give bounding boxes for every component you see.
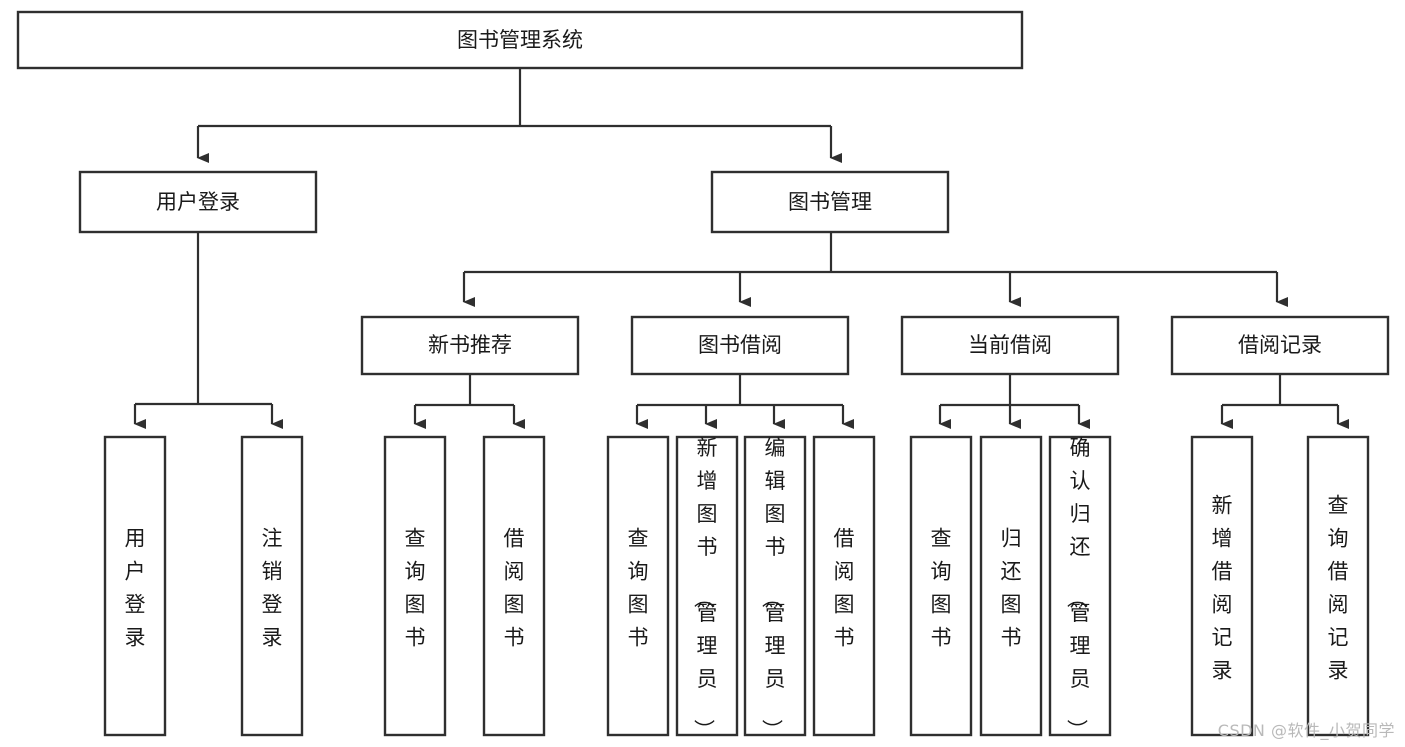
leaf-borrow-book-1-label: 借阅图书 (504, 527, 525, 650)
leaf-node[interactable]: 新增借阅记录 (1190, 435, 1254, 737)
node-borrow-record-label: 借阅记录 (1238, 333, 1322, 357)
node-new-book-recommend[interactable]: 新书推荐 (360, 315, 580, 376)
leaf-borrow-book-1-box[interactable] (482, 435, 546, 737)
leaf-edit-book-admin-label: 编辑图书（管理员） (760, 436, 786, 740)
node-book-management[interactable]: 图书管理 (710, 170, 950, 234)
node-current-borrow[interactable]: 当前借阅 (900, 315, 1120, 376)
node-new-book-recommend-box[interactable] (360, 315, 580, 376)
node-root[interactable]: 图书管理系统 (16, 10, 1024, 70)
leaf-user-login-label: 用户登录 (125, 527, 146, 650)
node-book-borrow-label: 图书借阅 (698, 333, 782, 357)
leaf-query-borrow-record-box[interactable] (1306, 435, 1370, 737)
leaf-node[interactable]: 注销登录 (240, 435, 304, 737)
node-borrow-record-box[interactable] (1170, 315, 1390, 376)
node-new-book-recommend-label: 新书推荐 (428, 333, 512, 357)
leaf-node[interactable]: 查询图书 (909, 435, 973, 737)
connector-group-new-book-recommend (413, 374, 525, 429)
node-book-borrow[interactable]: 图书借阅 (630, 315, 850, 376)
leaf-node[interactable]: 新增图书（管理员） (675, 435, 739, 740)
leaf-return-book-label: 归还图书 (1001, 527, 1022, 650)
leaf-confirm-return-admin-box[interactable] (1048, 435, 1112, 737)
leaf-node[interactable]: 查询借阅记录 (1306, 435, 1370, 737)
leaf-add-book-admin-box[interactable] (675, 435, 739, 737)
leaf-borrow-book-2-label: 借阅图书 (834, 527, 855, 650)
leaf-borrow-book-2-box[interactable] (812, 435, 876, 737)
connector-group-current-borrow (938, 374, 1090, 429)
node-current-borrow-label: 当前借阅 (968, 333, 1052, 357)
leaf-add-borrow-record-box[interactable] (1190, 435, 1254, 737)
leaf-node[interactable]: 编辑图书（管理员） (743, 435, 807, 740)
connector-group-root (196, 68, 842, 163)
node-user-login-box[interactable] (78, 170, 318, 234)
leaf-query-book-1-label: 查询图书 (405, 527, 426, 650)
node-root-box[interactable] (16, 10, 1024, 70)
leaf-node[interactable]: 确认归还（管理员） (1048, 435, 1112, 740)
leaf-query-book-1-box[interactable] (383, 435, 447, 737)
leaf-user-login-box[interactable] (103, 435, 167, 737)
connector-group-book-management (462, 232, 1288, 307)
node-borrow-record[interactable]: 借阅记录 (1170, 315, 1390, 376)
node-book-management-box[interactable] (710, 170, 950, 234)
leaf-return-book-box[interactable] (979, 435, 1043, 737)
leaf-confirm-return-admin-label: 确认归还（管理员） (1065, 436, 1091, 740)
leaf-node[interactable]: 借阅图书 (812, 435, 876, 737)
leaf-node[interactable]: 查询图书 (606, 435, 670, 737)
node-book-management-label: 图书管理 (788, 190, 872, 214)
node-user-login-label: 用户登录 (156, 190, 240, 214)
leaf-query-borrow-record-label: 查询借阅记录 (1328, 494, 1349, 683)
node-book-borrow-box[interactable] (630, 315, 850, 376)
connector-group-user-login (133, 232, 283, 429)
leaf-query-book-3-label: 查询图书 (931, 527, 952, 650)
leaf-add-book-admin-label: 新增图书（管理员） (692, 436, 718, 740)
csdn-watermark: CSDN @软件_小贺同学 (1217, 721, 1395, 740)
leaf-node[interactable]: 归还图书 (979, 435, 1043, 737)
leaf-query-book-2-box[interactable] (606, 435, 670, 737)
leaf-query-book-2-label: 查询图书 (628, 527, 649, 650)
connector-group-borrow-record (1220, 374, 1349, 429)
leaf-node[interactable]: 查询图书 (383, 435, 447, 737)
leaf-node[interactable]: 用户登录 (103, 435, 167, 737)
node-user-login[interactable]: 用户登录 (78, 170, 318, 234)
leaf-query-book-3-box[interactable] (909, 435, 973, 737)
leaf-edit-book-admin-box[interactable] (743, 435, 807, 737)
node-current-borrow-box[interactable] (900, 315, 1120, 376)
node-root-label: 图书管理系统 (457, 28, 583, 52)
leaf-logout-login-box[interactable] (240, 435, 304, 737)
leaf-add-borrow-record-label: 新增借阅记录 (1212, 494, 1233, 683)
leaf-node[interactable]: 借阅图书 (482, 435, 546, 737)
leaf-logout-login-label: 注销登录 (262, 527, 283, 650)
connector-group-book-borrow (635, 374, 854, 429)
